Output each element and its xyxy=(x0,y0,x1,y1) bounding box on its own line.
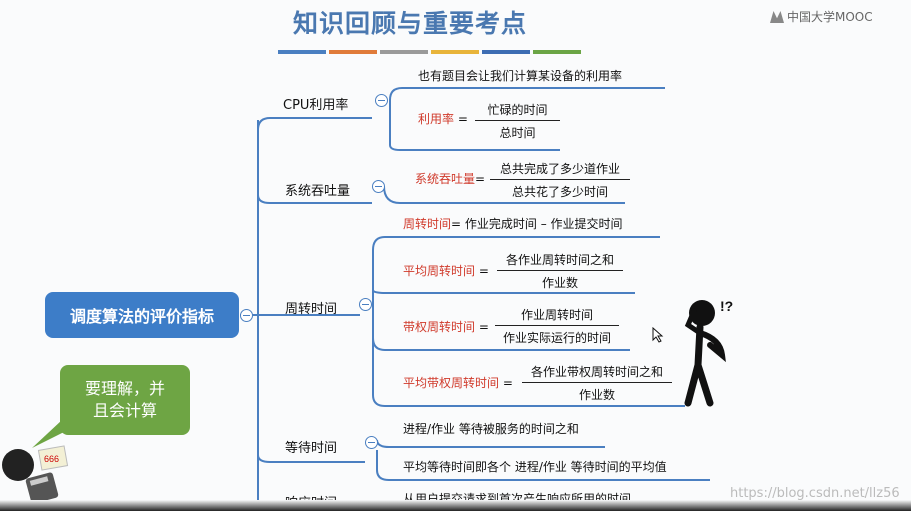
avg-weighted-turnaround-label: 平均带权周转时间 = xyxy=(403,376,513,390)
avg-turnaround-fraction: 各作业周转时间之和 作业数 xyxy=(497,251,623,291)
watermark: https://blog.csdn.net/llz56 xyxy=(730,486,900,501)
branch-waiting-time[interactable]: 等待时间 xyxy=(285,441,338,456)
sticky-note-text: 666 xyxy=(44,454,59,464)
waiting-collapse-toggle[interactable] xyxy=(365,436,378,449)
branch-throughput[interactable]: 系统吞吐量 xyxy=(285,184,351,199)
page-title: 知识回顾与重要考点 xyxy=(292,9,527,38)
confusion-marks: !? xyxy=(720,298,733,314)
callout-bubble: 要理解，并且会计算 xyxy=(60,365,190,435)
cpu-collapse-toggle[interactable] xyxy=(375,94,388,107)
mouse-cursor-icon xyxy=(652,327,664,343)
root-collapse-toggle[interactable] xyxy=(240,309,253,322)
title-bar-1 xyxy=(278,50,326,54)
turnaround-collapse-toggle[interactable] xyxy=(359,298,372,311)
callout-tail xyxy=(32,420,68,448)
confused-person-icon: !? xyxy=(684,298,733,407)
branch-turnaround-time[interactable]: 周转时间 xyxy=(285,302,338,317)
throughput-formula-label: 系统吞吐量= xyxy=(415,172,486,186)
title-bar-5 xyxy=(482,50,530,54)
mooc-logo: 中国大学MOOC xyxy=(770,8,873,25)
waiting-definition: 进程/作业 等待被服务的时间之和 xyxy=(403,422,579,436)
waiting-average: 平均等待时间即各个 进程/作业 等待时间的平均值 xyxy=(403,460,667,474)
cpu-note: 也有题目会让我们计算某设备的利用率 xyxy=(418,69,623,83)
calculator-figure-icon: 666 xyxy=(2,445,69,504)
cpu-formula-label: 利用率 = xyxy=(418,112,468,126)
turnaround-definition: 周转时间= 作业完成时间 – 作业提交时间 xyxy=(403,217,623,231)
branch-cpu-utilization[interactable]: CPU利用率 xyxy=(283,98,349,113)
root-label: 调度算法的评价指标 xyxy=(69,307,214,326)
root-node[interactable]: 调度算法的评价指标 xyxy=(45,292,239,338)
weighted-turnaround-label: 带权周转时间 = xyxy=(403,320,489,334)
avg-weighted-turnaround-fraction: 各作业带权周转时间之和 作业数 xyxy=(522,363,672,403)
title-bar-6 xyxy=(533,50,581,54)
weighted-turnaround-fraction: 作业周转时间 作业实际运行的时间 xyxy=(495,306,619,346)
title-bar-4 xyxy=(431,50,479,54)
title-bar-3 xyxy=(380,50,428,54)
avg-turnaround-label: 平均周转时间 = xyxy=(403,264,489,278)
title-bar-2 xyxy=(329,50,377,54)
bottom-shadow xyxy=(0,500,911,511)
throughput-formula-fraction: 总共完成了多少道作业 总共花了多少时间 xyxy=(490,160,630,200)
cpu-formula-fraction: 忙碌的时间 总时间 xyxy=(475,101,560,141)
throughput-collapse-toggle[interactable] xyxy=(372,180,385,193)
